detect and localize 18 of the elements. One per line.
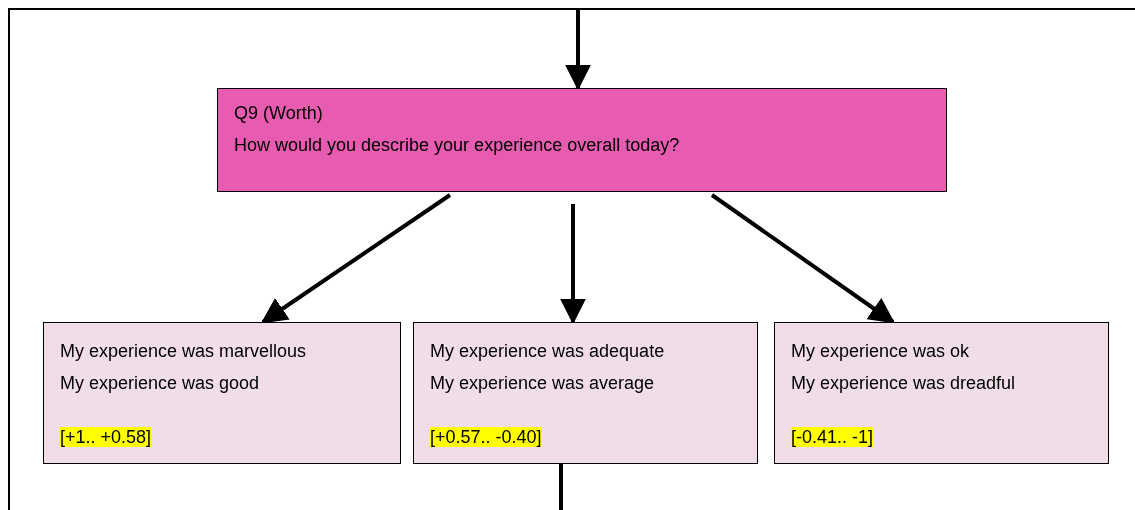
answer-box [413, 322, 758, 464]
question-box [217, 88, 947, 192]
answer-option: My experience was average [430, 367, 741, 399]
answer-option: My experience was good [60, 367, 384, 399]
arrow [260, 193, 452, 324]
answer-option: My experience was marvellous [60, 335, 384, 367]
question-text: How would you describe your experience overall today? [234, 134, 681, 157]
answer-option: My experience was dreadful [791, 367, 1092, 399]
connector-line [559, 464, 563, 510]
answer-box [774, 322, 1109, 464]
answer-option: My experience was ok [791, 335, 1092, 367]
arrow [710, 193, 896, 324]
score-range: [+0.57.. -0.40] [430, 427, 542, 447]
score-range: [-0.41.. -1] [791, 427, 874, 447]
question-title: Q9 (Worth) [234, 102, 324, 125]
score-range: [+1.. +0.58] [60, 427, 152, 447]
answer-box [43, 322, 401, 464]
answer-option: My experience was adequate [430, 335, 741, 367]
